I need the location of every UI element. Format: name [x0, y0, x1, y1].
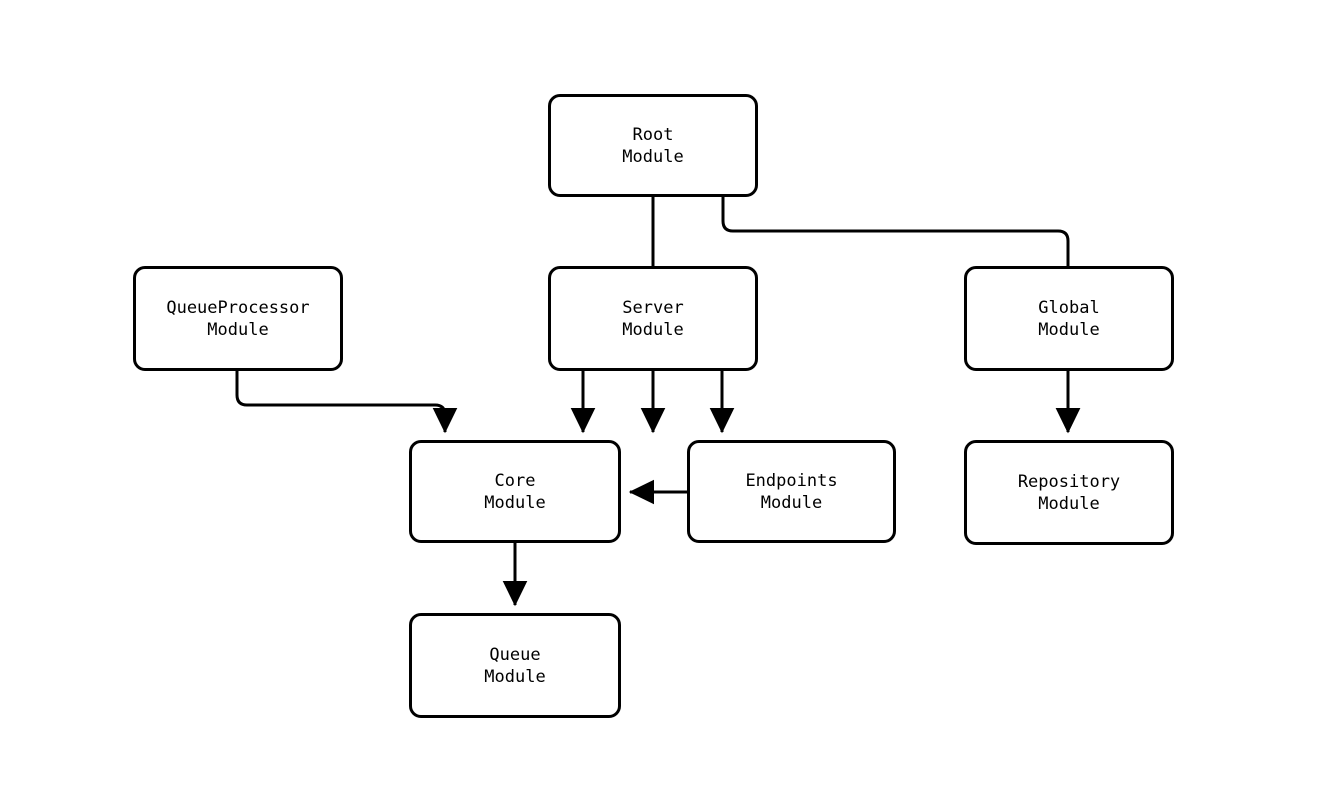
node-label-line1: Server [622, 297, 684, 318]
node-label-line2: Module [622, 146, 684, 167]
node-label-line1: Root [632, 124, 674, 145]
node-label-line2: Module [622, 319, 684, 340]
node-label-line2: Module [484, 666, 546, 687]
node-label-line2: Module [1038, 319, 1100, 340]
node-label-line2: Module [760, 492, 823, 513]
node-label-line2: Module [484, 492, 546, 513]
node-label-line1: Endpoints [745, 470, 838, 491]
node-label-line1: Repository [1017, 471, 1121, 492]
node-label-line1: Global [1038, 297, 1100, 318]
node-server-module[interactable]: Server Module [548, 266, 758, 371]
node-global-module[interactable]: Global Module [964, 266, 1174, 371]
node-endpoints-module[interactable]: Endpoints Module [687, 440, 896, 543]
edge-queueprocessor-to-core [235, 371, 458, 434]
node-label-line2: Module [1038, 493, 1100, 514]
node-core-module[interactable]: Core Module [409, 440, 621, 543]
node-queue-module[interactable]: Queue Module [409, 613, 621, 718]
node-label-line1: QueueProcessor [166, 297, 310, 318]
node-label-line2: Module [207, 319, 269, 340]
node-label-line1: Core [494, 470, 536, 491]
node-queueprocessor-module[interactable]: QueueProcessor Module [133, 266, 343, 371]
node-repository-module[interactable]: Repository Module [964, 440, 1174, 545]
node-root-module[interactable]: Root Module [548, 94, 758, 197]
node-label-line1: Queue [489, 644, 541, 665]
